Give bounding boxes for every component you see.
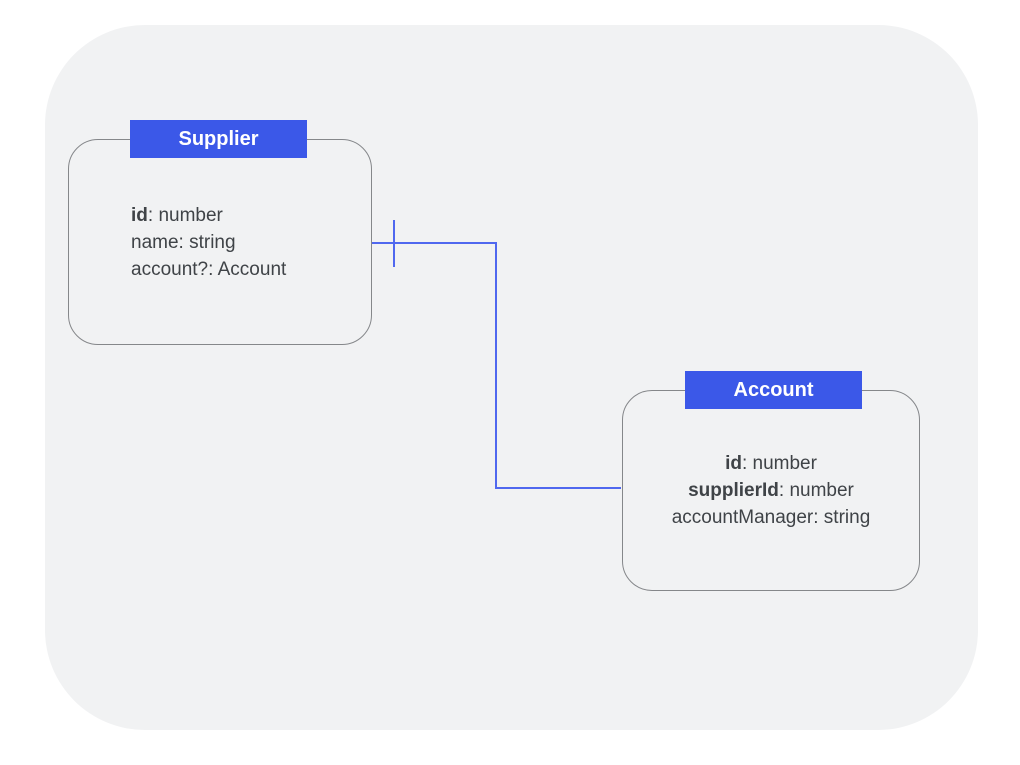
entity-supplier-header[interactable]: Supplier: [130, 120, 307, 158]
field-row: supplierId: number: [688, 477, 854, 504]
field-row: name: string: [131, 229, 236, 256]
entity-supplier[interactable]: Supplier id: number name: string account…: [68, 120, 372, 345]
entity-supplier-title: Supplier: [178, 128, 259, 150]
field-type: : number: [741, 453, 817, 474]
field-type: : number: [778, 480, 854, 501]
relationship-connector[interactable]: [372, 242, 621, 489]
field-name: id: [725, 453, 742, 474]
entity-account[interactable]: Account id: number supplierId: number ac…: [622, 371, 920, 591]
field-type: : string: [813, 507, 871, 528]
field-name: name: [131, 231, 179, 253]
field-type: : number: [147, 204, 223, 226]
field-row: accountManager: string: [672, 504, 871, 531]
field-name: account?: [131, 258, 209, 280]
entity-account-header[interactable]: Account: [685, 371, 862, 409]
field-row: account?: Account: [131, 256, 286, 283]
entity-supplier-fields: id: number name: string account?: Accoun…: [69, 140, 371, 344]
field-name: id: [131, 204, 148, 226]
field-type: : string: [178, 231, 236, 253]
entity-account-fields: id: number supplierId: number accountMan…: [623, 391, 919, 590]
field-row: id: number: [725, 450, 817, 477]
field-name: accountManager: [671, 507, 814, 528]
entity-account-title: Account: [733, 379, 814, 401]
field-type: : Account: [208, 258, 287, 280]
field-row: id: number: [131, 202, 223, 229]
field-name: supplierId: [688, 480, 779, 501]
